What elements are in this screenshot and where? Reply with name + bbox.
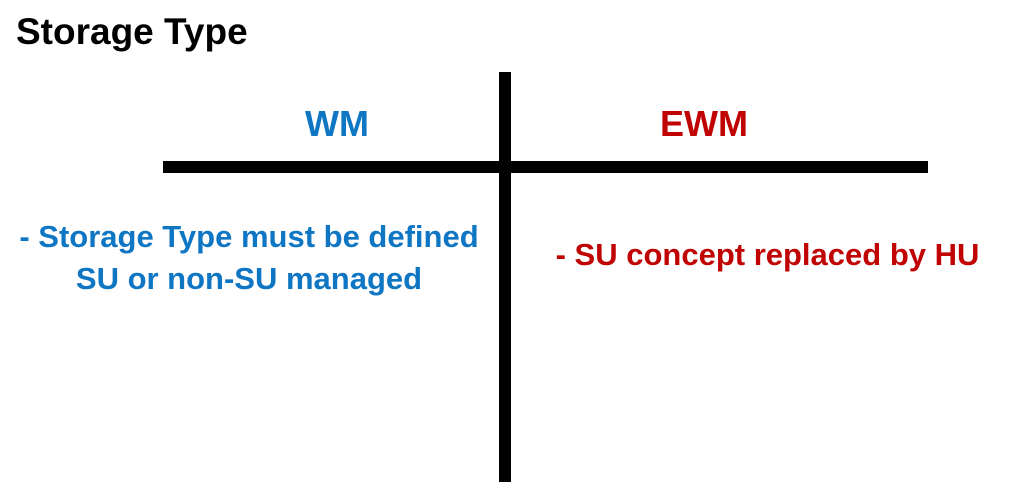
wm-notes-block: - Storage Type must be defined SU or non… <box>0 216 498 300</box>
page-title: Storage Type <box>16 11 248 52</box>
ewm-note-line: - SU concept replaced by HU <box>555 237 980 272</box>
wm-column-header: WM <box>305 103 369 144</box>
horizontal-divider-line <box>163 161 928 173</box>
vertical-divider-line <box>499 72 511 482</box>
wm-note-line: - Storage Type must be defined <box>19 219 479 254</box>
ewm-column-header: EWM <box>660 103 748 144</box>
wm-note-line: SU or non-SU managed <box>75 261 423 296</box>
ewm-notes-block: - SU concept replaced by HU <box>511 234 1024 276</box>
